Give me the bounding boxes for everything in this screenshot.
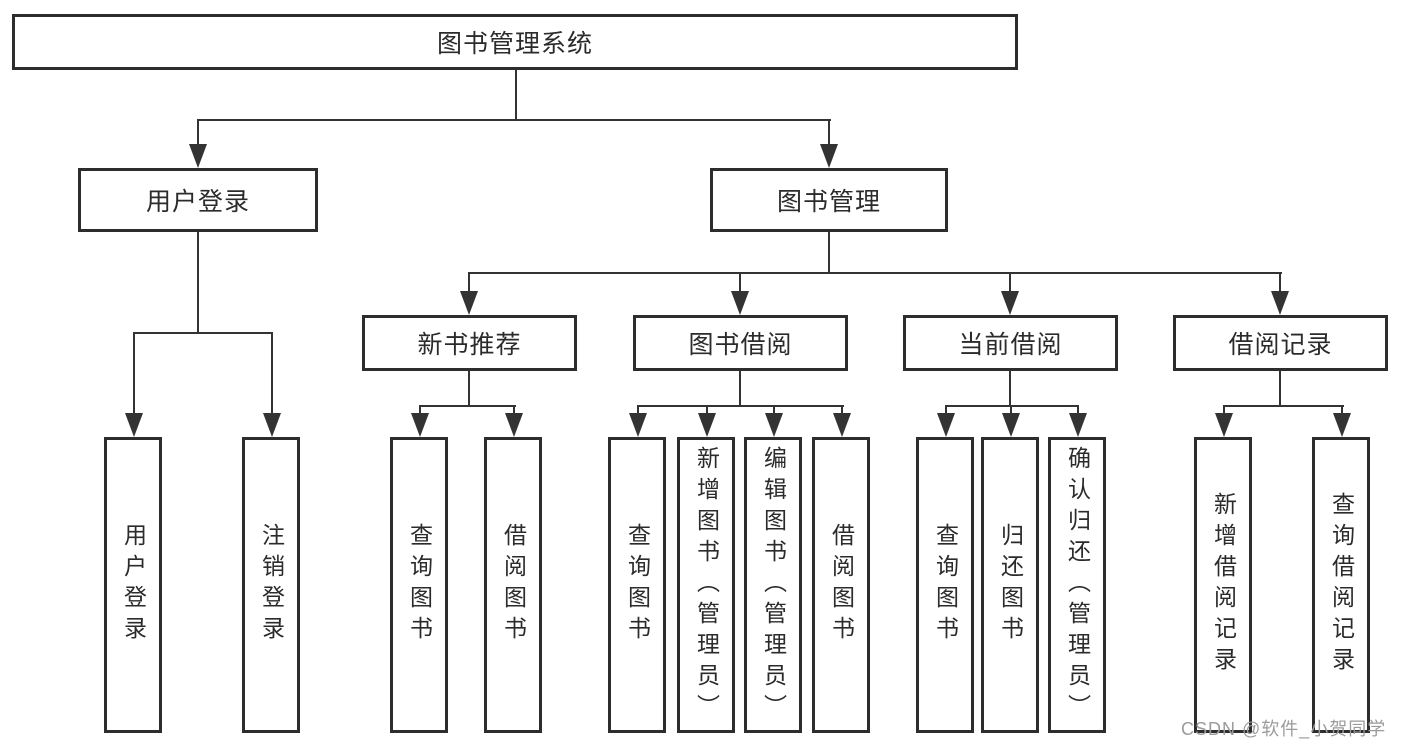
connector-drop-book-borrow <box>739 272 741 293</box>
node-borrow-records-label: 借阅记录 <box>1228 331 1333 359</box>
leaf-add-borrow-record: 新增借阅记录 <box>1194 437 1252 733</box>
connector-drop-leaf <box>841 405 843 415</box>
connector-new-book-vline <box>468 371 470 407</box>
connector-drop-leaf <box>1223 405 1225 415</box>
leaf-add-book-admin-label: 新增图书（管理员） <box>693 445 720 725</box>
connector-drop-leaf <box>419 405 421 415</box>
connector-drop-leaf <box>133 332 135 415</box>
arrow-down-icon <box>1002 413 1020 437</box>
connector-new-book-hline <box>419 405 516 407</box>
connector-root-hline <box>197 119 831 121</box>
connector-user-login-vline <box>197 232 199 333</box>
leaf-query-books-current: 查询图书 <box>916 437 974 733</box>
connector-book-borrow-hline <box>637 405 844 407</box>
leaf-edit-book-admin: 编辑图书（管理员） <box>744 437 802 733</box>
connector-drop-new-book <box>468 272 470 293</box>
arrow-down-icon <box>731 291 749 315</box>
connector-drop-leaf <box>706 405 708 415</box>
arrow-down-icon <box>937 413 955 437</box>
arrow-down-icon <box>629 413 647 437</box>
leaf-confirm-return-admin-label: 确认归还（管理员） <box>1064 445 1091 725</box>
connector-borrow-record-vline <box>1279 371 1281 407</box>
connector-book-management-hline <box>468 272 1282 274</box>
csdn-watermark: CSDN @软件_小贺同学 <box>1181 719 1387 739</box>
connector-book-management-vline <box>828 232 830 273</box>
leaf-borrow-books-label: 借阅图书 <box>828 523 855 647</box>
arrow-down-icon <box>765 413 783 437</box>
arrow-down-icon <box>1333 413 1351 437</box>
arrow-down-icon <box>125 413 143 437</box>
arrow-down-icon <box>460 291 478 315</box>
leaf-query-borrow-record-label: 查询借阅记录 <box>1328 492 1355 678</box>
leaf-borrow-books-recommend-label: 借阅图书 <box>500 523 527 647</box>
connector-current-borrow-vline <box>1009 371 1011 407</box>
arrow-down-icon <box>505 413 523 437</box>
leaf-query-books-borrow: 查询图书 <box>608 437 666 733</box>
leaf-add-borrow-record-label: 新增借阅记录 <box>1210 492 1237 678</box>
leaf-query-books-borrow-label: 查询图书 <box>624 523 651 647</box>
node-borrow-records: 借阅记录 <box>1173 315 1388 371</box>
connector-drop-borrow-record <box>1279 272 1281 293</box>
connector-drop-leaf <box>1341 405 1343 415</box>
connector-root-vline <box>515 70 517 121</box>
leaf-borrow-books: 借阅图书 <box>812 437 870 733</box>
node-book-borrow: 图书借阅 <box>633 315 848 371</box>
arrow-down-icon <box>411 413 429 437</box>
arrow-down-icon <box>1069 413 1087 437</box>
connector-drop-leaf <box>1077 405 1079 415</box>
leaf-user-login-label: 用户登录 <box>120 523 147 647</box>
leaf-add-book-admin: 新增图书（管理员） <box>677 437 735 733</box>
connector-drop-leaf <box>773 405 775 415</box>
connector-drop-book-management <box>828 119 830 146</box>
connector-drop-user-login <box>197 119 199 146</box>
node-library-system-label: 图书管理系统 <box>436 30 593 58</box>
arrow-down-icon <box>698 413 716 437</box>
leaf-query-books-recommend-label: 查询图书 <box>406 523 433 647</box>
node-new-book-recommend: 新书推荐 <box>362 315 577 371</box>
leaf-confirm-return-admin: 确认归还（管理员） <box>1048 437 1106 733</box>
arrow-down-icon <box>1271 291 1289 315</box>
connector-drop-leaf <box>271 332 273 415</box>
leaf-logout-label: 注销登录 <box>258 523 285 647</box>
leaf-return-book: 归还图书 <box>981 437 1039 733</box>
connector-book-borrow-vline <box>739 371 741 407</box>
connector-current-borrow-hline <box>945 405 1079 407</box>
arrow-down-icon <box>833 413 851 437</box>
node-user-login-label: 用户登录 <box>145 188 250 216</box>
connector-user-login-hline <box>133 332 273 334</box>
arrow-down-icon <box>820 144 838 168</box>
node-user-login: 用户登录 <box>78 168 318 232</box>
node-current-borrow: 当前借阅 <box>903 315 1118 371</box>
arrow-down-icon <box>189 144 207 168</box>
arrow-down-icon <box>1215 413 1233 437</box>
connector-drop-leaf <box>1010 405 1012 415</box>
node-library-system: 图书管理系统 <box>12 14 1018 70</box>
leaf-user-login: 用户登录 <box>104 437 162 733</box>
connector-borrow-record-hline <box>1223 405 1344 407</box>
leaf-query-books-current-label: 查询图书 <box>932 523 959 647</box>
node-new-book-recommend-label: 新书推荐 <box>417 331 522 359</box>
leaf-return-book-label: 归还图书 <box>997 523 1024 647</box>
leaf-edit-book-admin-label: 编辑图书（管理员） <box>760 445 787 725</box>
leaf-query-books-recommend: 查询图书 <box>390 437 448 733</box>
arrow-down-icon <box>263 413 281 437</box>
connector-drop-current-borrow <box>1009 272 1011 293</box>
node-book-management: 图书管理 <box>710 168 948 232</box>
node-book-management-label: 图书管理 <box>776 188 881 216</box>
leaf-borrow-books-recommend: 借阅图书 <box>484 437 542 733</box>
connector-drop-leaf <box>637 405 639 415</box>
node-book-borrow-label: 图书借阅 <box>688 331 793 359</box>
leaf-query-borrow-record: 查询借阅记录 <box>1312 437 1370 733</box>
arrow-down-icon <box>1001 291 1019 315</box>
node-current-borrow-label: 当前借阅 <box>958 331 1063 359</box>
leaf-logout: 注销登录 <box>242 437 300 733</box>
connector-drop-leaf <box>945 405 947 415</box>
connector-drop-leaf <box>513 405 515 415</box>
